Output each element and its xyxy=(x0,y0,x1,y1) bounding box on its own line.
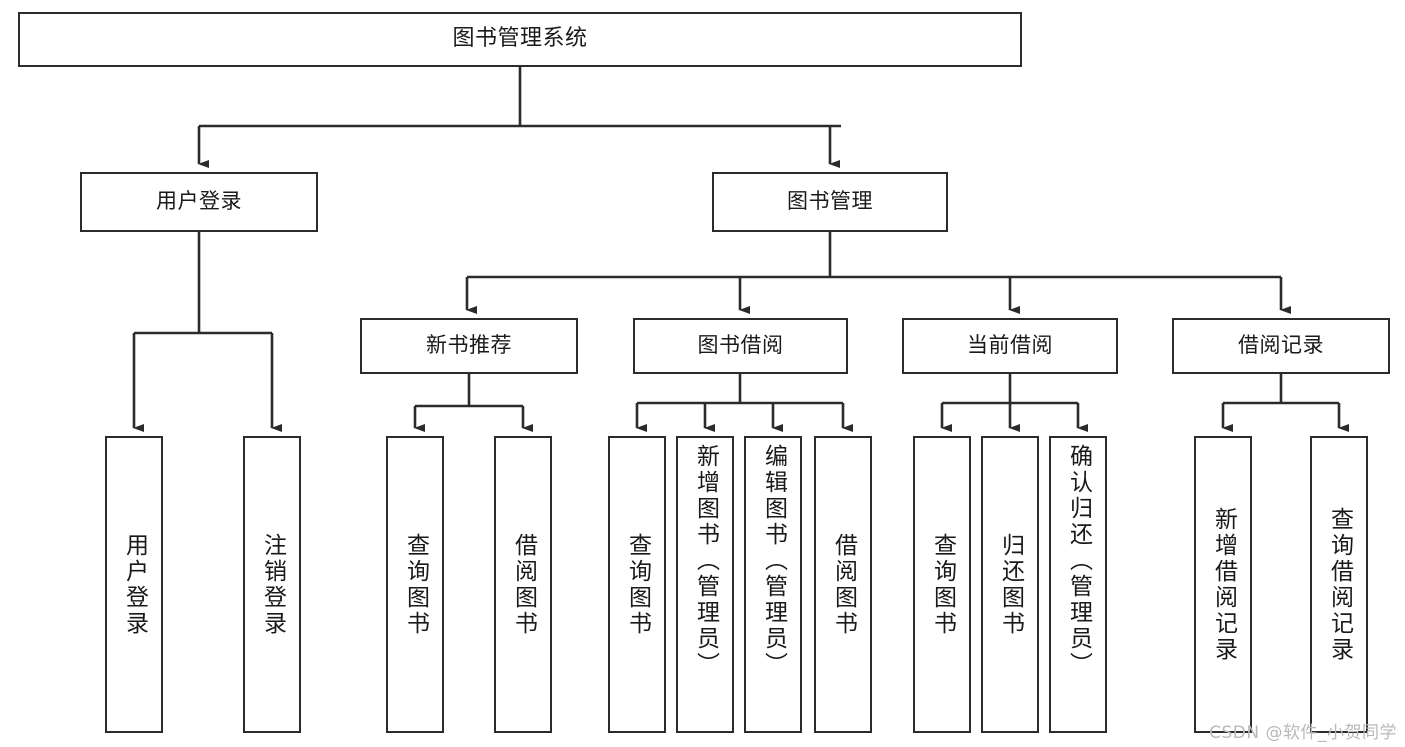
node-book-borrow[interactable]: 图书借阅 xyxy=(633,318,848,374)
leaf-edit-book-admin[interactable]: 编辑图书（管理员） xyxy=(744,436,802,733)
leaf-query-book-borrow[interactable]: 查询图书 xyxy=(608,436,666,733)
node-label: 确认归还（管理员） xyxy=(1065,444,1092,678)
leaf-query-book-current[interactable]: 查询图书 xyxy=(913,436,971,733)
node-label: 查询借阅记录 xyxy=(1326,506,1353,663)
leaf-query-borrow-record[interactable]: 查询借阅记录 xyxy=(1310,436,1368,733)
leaf-add-book-admin[interactable]: 新增图书（管理员） xyxy=(676,436,734,733)
node-current-borrow[interactable]: 当前借阅 xyxy=(902,318,1118,374)
node-label: 借阅图书 xyxy=(830,532,857,637)
node-label: 借阅图书 xyxy=(510,532,537,637)
node-label: 图书借阅 xyxy=(697,333,784,358)
node-user-login[interactable]: 用户登录 xyxy=(80,172,318,232)
node-label: 新增图书（管理员） xyxy=(692,444,719,678)
csdn-watermark: CSDN @软件_小贺同学 xyxy=(1209,723,1397,743)
leaf-add-borrow-record[interactable]: 新增借阅记录 xyxy=(1194,436,1252,733)
node-label: 归还图书 xyxy=(997,532,1024,637)
leaf-query-book-new[interactable]: 查询图书 xyxy=(386,436,444,733)
node-label: 用户登录 xyxy=(156,189,242,214)
node-label: 查询图书 xyxy=(929,532,956,637)
node-label: 当前借阅 xyxy=(967,333,1053,358)
node-book-management[interactable]: 图书管理 xyxy=(712,172,948,232)
node-label: 查询图书 xyxy=(402,532,429,637)
node-label: 用户登录 xyxy=(121,532,148,637)
leaf-confirm-return-admin[interactable]: 确认归还（管理员） xyxy=(1049,436,1107,733)
node-borrow-record[interactable]: 借阅记录 xyxy=(1172,318,1390,374)
node-new-book-recommend[interactable]: 新书推荐 xyxy=(360,318,578,374)
node-root-system[interactable]: 图书管理系统 xyxy=(18,12,1022,67)
leaf-borrow-book-new[interactable]: 借阅图书 xyxy=(494,436,552,733)
node-label: 查询图书 xyxy=(624,532,651,637)
node-label: 图书管理 xyxy=(787,189,873,214)
leaf-user-logout[interactable]: 注销登录 xyxy=(243,436,301,733)
node-label: 借阅记录 xyxy=(1238,333,1324,358)
node-label: 注销登录 xyxy=(259,532,286,637)
node-label: 图书管理系统 xyxy=(452,26,588,52)
node-label: 编辑图书（管理员） xyxy=(760,444,787,678)
node-label: 新书推荐 xyxy=(426,333,512,358)
leaf-user-login[interactable]: 用户登录 xyxy=(105,436,163,733)
leaf-borrow-book-borrow[interactable]: 借阅图书 xyxy=(814,436,872,733)
node-label: 新增借阅记录 xyxy=(1210,506,1237,663)
leaf-return-book[interactable]: 归还图书 xyxy=(981,436,1039,733)
